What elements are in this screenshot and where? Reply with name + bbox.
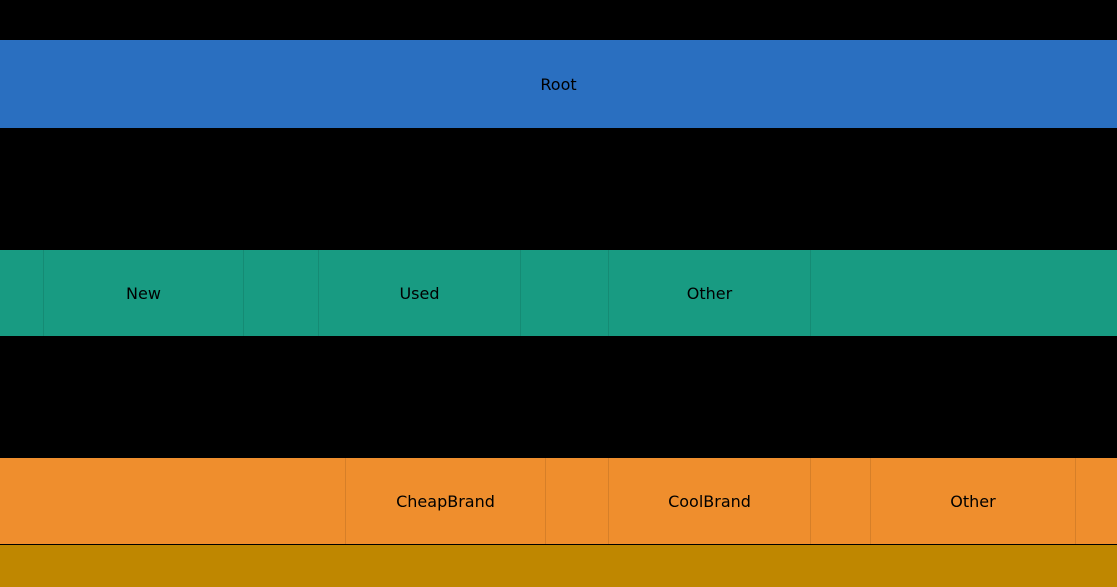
node-new[interactable]: New <box>43 250 243 336</box>
node-condition-4[interactable] <box>520 250 608 336</box>
node-brand-0[interactable] <box>0 458 345 544</box>
node-brand-4[interactable] <box>810 458 870 544</box>
node-condition-2[interactable] <box>243 250 318 336</box>
node-root[interactable]: Root <box>0 40 1117 128</box>
node-other[interactable]: Other <box>608 250 810 336</box>
level-band-condition: New Used Other <box>0 250 1117 336</box>
level-band-root: Root <box>0 40 1117 128</box>
node-brand-2[interactable] <box>545 458 608 544</box>
node-brand-6[interactable] <box>1075 458 1117 544</box>
level-band-leaf <box>0 545 1117 587</box>
node-other[interactable]: Other <box>870 458 1075 544</box>
node-coolbrand[interactable]: CoolBrand <box>608 458 810 544</box>
node-condition-6[interactable] <box>810 250 1117 336</box>
level-band-brand: CheapBrand CoolBrand Other <box>0 458 1117 544</box>
node-condition-0[interactable] <box>0 250 43 336</box>
node-cheapbrand[interactable]: CheapBrand <box>345 458 545 544</box>
node-leaf-0[interactable] <box>0 545 1117 587</box>
node-used[interactable]: Used <box>318 250 520 336</box>
